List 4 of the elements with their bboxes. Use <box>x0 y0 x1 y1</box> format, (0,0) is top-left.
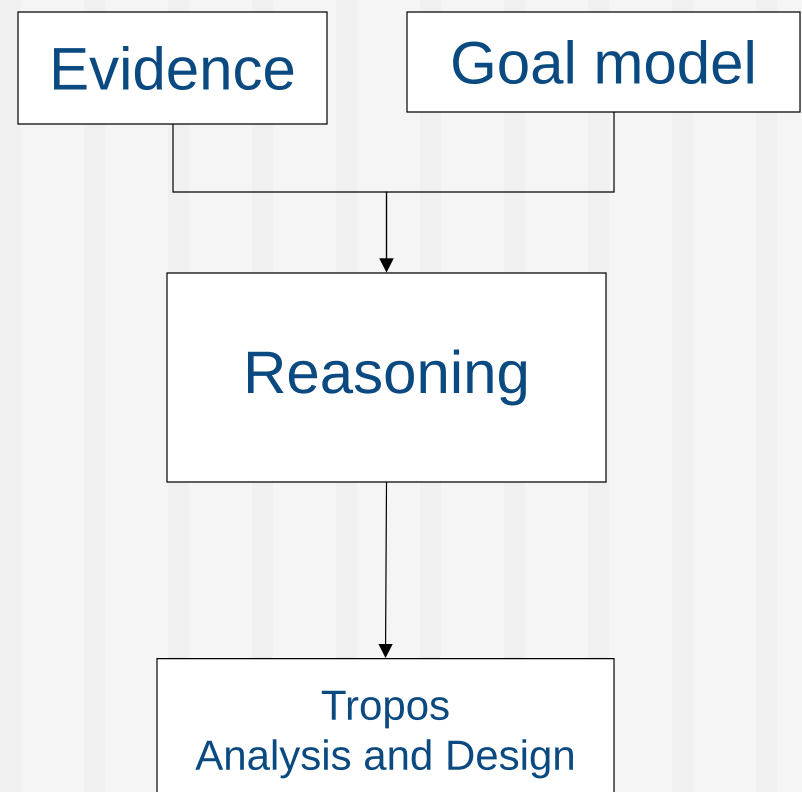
process-box: Tropos Analysis and Design <box>156 658 615 792</box>
process-box: Goal model <box>406 11 801 113</box>
process-box: Evidence <box>17 11 328 125</box>
process-box: Reasoning <box>166 272 607 483</box>
